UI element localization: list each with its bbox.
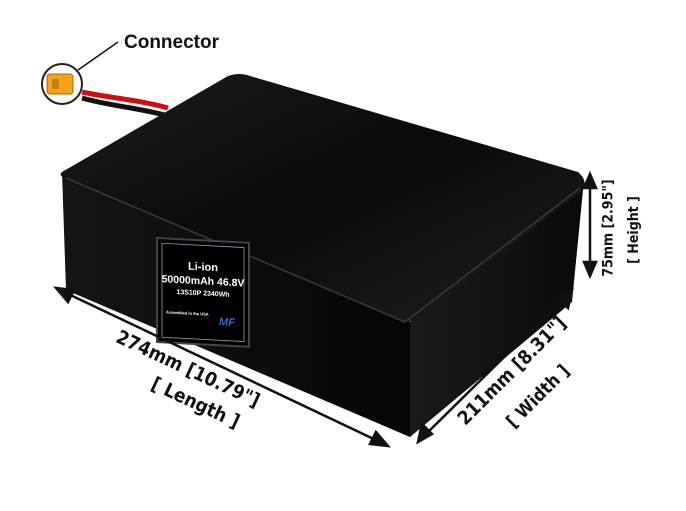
label-capacity: 50000mAh 46.8V bbox=[162, 273, 245, 289]
height-caption: [ Height ] bbox=[625, 196, 642, 264]
brand-logo: MF bbox=[219, 316, 235, 329]
connector-callout: Connector bbox=[41, 32, 220, 105]
label-origin: Assembled in the USA bbox=[166, 309, 209, 316]
height-dimension: 75mm [2.95"] bbox=[600, 179, 617, 277]
label-config: 13S10P 2340Wh bbox=[176, 289, 229, 299]
battery-label: Li-ion 50000mAh 46.8V 13S10P 2340Wh Asse… bbox=[156, 236, 250, 348]
dimension-arrows bbox=[52, 170, 598, 448]
xt60-connector-icon bbox=[46, 73, 74, 95]
connector-wires bbox=[81, 89, 169, 119]
connector-label: Connector bbox=[124, 32, 220, 53]
label-chemistry: Li-ion bbox=[188, 261, 218, 275]
